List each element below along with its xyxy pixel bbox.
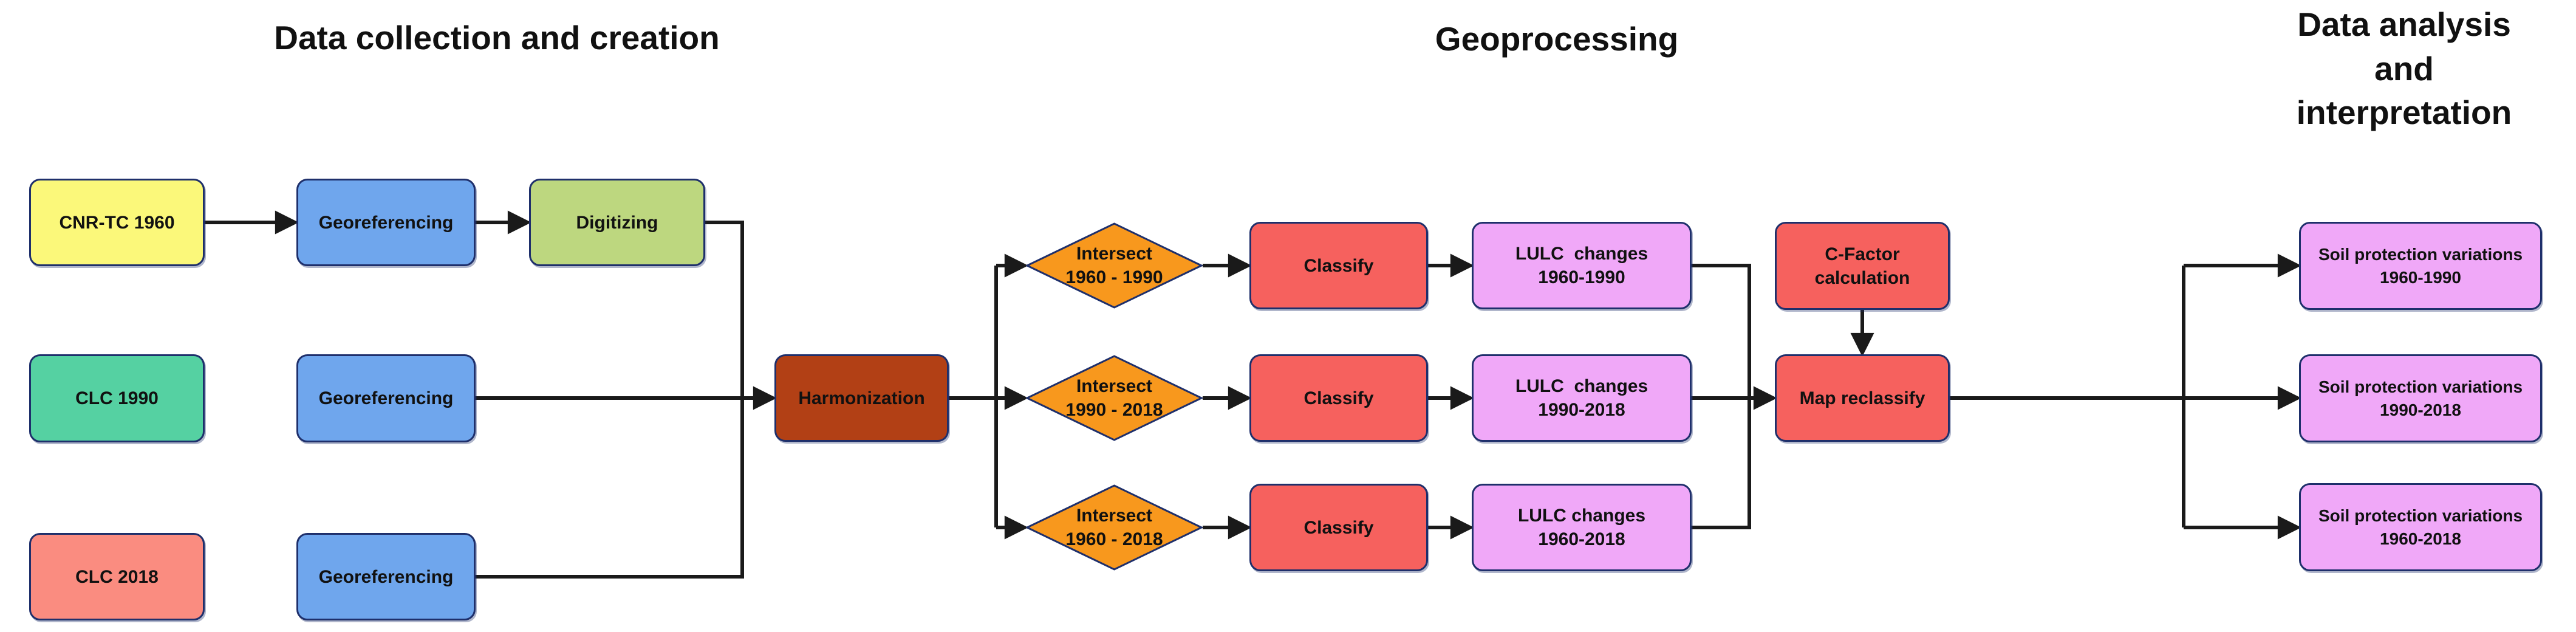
section-title-geoprocessing: Geoprocessing xyxy=(1435,20,1679,58)
node-intersect-1960-2018: Intersect 1960 - 2018 xyxy=(1026,484,1203,571)
node-label: Classify xyxy=(1303,388,1374,408)
node-label: Soil protection variations 1960-1990 xyxy=(2318,244,2523,287)
node-digitizing: Digitizing xyxy=(529,179,705,266)
node-classify-3: Classify xyxy=(1249,484,1428,571)
node-label: Soil protection variations 1990-2018 xyxy=(2318,377,2523,419)
node-label: Soil protection variations 1960-2018 xyxy=(2318,506,2523,548)
diamond-shape xyxy=(1026,484,1203,571)
node-label: C-Factor calculation xyxy=(1814,244,1910,288)
node-c-factor-calculation: C-Factor calculation xyxy=(1775,222,1950,310)
node-label: Classify xyxy=(1303,517,1374,538)
node-clc-2018: CLC 2018 xyxy=(29,533,205,620)
node-label: Digitizing xyxy=(576,212,658,233)
node-intersect-1990-2018: Intersect 1990 - 2018 xyxy=(1026,355,1203,441)
node-label: Intersect 1960 - 1990 xyxy=(1065,244,1163,287)
node-label: Georeferencing xyxy=(318,566,454,587)
node-label: Classify xyxy=(1303,255,1374,276)
node-label: LULC changes 1960-1990 xyxy=(1515,244,1648,287)
node-label: Intersect 1960 - 2018 xyxy=(1065,506,1163,549)
node-map-reclassify: Map reclassify xyxy=(1775,354,1950,442)
node-label: LULC changes 1960-2018 xyxy=(1517,506,1646,549)
node-label: CNR-TC 1960 xyxy=(59,212,175,233)
node-label: LULC changes 1990-2018 xyxy=(1515,376,1648,420)
node-georeferencing-1990: Georeferencing xyxy=(296,354,476,442)
node-soil-protection-1960-1990: Soil protection variations 1960-1990 xyxy=(2299,222,2542,310)
node-georeferencing-1960: Georeferencing xyxy=(296,179,476,266)
node-cnr-tc-1960: CNR-TC 1960 xyxy=(29,179,205,266)
node-label: Intersect 1990 - 2018 xyxy=(1065,376,1163,420)
diamond-shape xyxy=(1026,222,1203,309)
node-lulc-changes-1960-2018: LULC changes 1960-2018 xyxy=(1472,484,1692,571)
node-georeferencing-2018: Georeferencing xyxy=(296,533,476,620)
node-label: Georeferencing xyxy=(318,388,454,408)
node-classify-1: Classify xyxy=(1249,222,1428,309)
section-title-data-analysis: Data analysis and interpretation xyxy=(2296,5,2512,132)
node-label: Harmonization xyxy=(798,388,925,408)
node-classify-2: Classify xyxy=(1249,354,1428,442)
node-lulc-changes-1960-1990: LULC changes 1960-1990 xyxy=(1472,222,1692,309)
node-label: CLC 2018 xyxy=(75,566,159,587)
node-clc-1990: CLC 1990 xyxy=(29,354,205,442)
node-lulc-changes-1990-2018: LULC changes 1990-2018 xyxy=(1472,354,1692,442)
node-harmonization: Harmonization xyxy=(774,354,949,442)
node-label: Georeferencing xyxy=(318,212,454,233)
diamond-shape xyxy=(1026,355,1203,441)
node-soil-protection-1960-2018: Soil protection variations 1960-2018 xyxy=(2299,483,2542,571)
node-intersect-1960-1990: Intersect 1960 - 1990 xyxy=(1026,222,1203,309)
node-label: Map reclassify xyxy=(1799,388,1925,408)
node-soil-protection-1990-2018: Soil protection variations 1990-2018 xyxy=(2299,354,2542,442)
node-label: CLC 1990 xyxy=(75,388,159,408)
section-title-data-collection: Data collection and creation xyxy=(274,19,720,57)
